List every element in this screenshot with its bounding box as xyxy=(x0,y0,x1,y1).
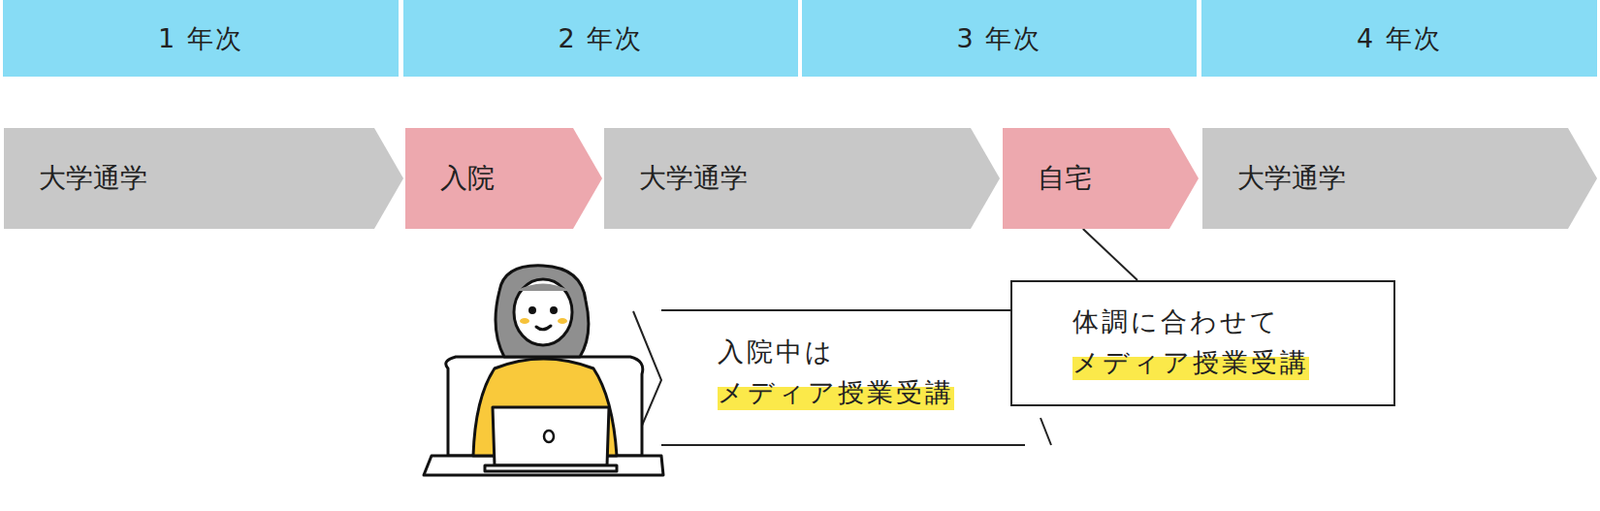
highlight-text: メディア授業受講 xyxy=(1072,342,1310,384)
node-label: 入院中は xyxy=(717,331,1009,373)
node-label: 1 年次 xyxy=(158,21,244,57)
year-band: 2 年次 xyxy=(403,0,799,77)
year-band: 3 年次 xyxy=(801,0,1197,77)
timeline-chevron: 自宅 xyxy=(1002,128,1199,229)
timeline-chevron: 大学通学 xyxy=(604,128,1000,229)
node-label: 3 年次 xyxy=(957,21,1043,57)
node-label: 入院 xyxy=(440,160,495,197)
node-label: 4 年次 xyxy=(1356,21,1442,57)
timeline-chevron: 大学通学 xyxy=(3,128,404,229)
chevron-shape xyxy=(405,128,603,229)
callout-lines xyxy=(633,310,1052,447)
chevron-shape xyxy=(1002,128,1199,229)
highlight-text: メディア授業受講 xyxy=(717,372,955,414)
timeline-chevron: 大学通学 xyxy=(1202,128,1598,229)
node-label: 2 年次 xyxy=(558,21,644,57)
year-band: 1 年次 xyxy=(2,0,399,77)
node-label: 体調に合わせて xyxy=(1072,301,1394,343)
callout-box: 体調に合わせてメディア授業受講 xyxy=(1010,280,1396,407)
node-label: 大学通学 xyxy=(639,160,748,197)
node-label: 大学通学 xyxy=(38,160,148,197)
callout-box: 入院中はメディア授業受講 xyxy=(717,331,1009,429)
node-label: 大学通学 xyxy=(1237,160,1346,197)
person-illustration xyxy=(423,265,664,476)
leader-line xyxy=(1083,228,1138,281)
year-band: 4 年次 xyxy=(1201,0,1598,77)
timeline-chevron: 入院 xyxy=(405,128,603,229)
node-label: 自宅 xyxy=(1037,160,1092,197)
